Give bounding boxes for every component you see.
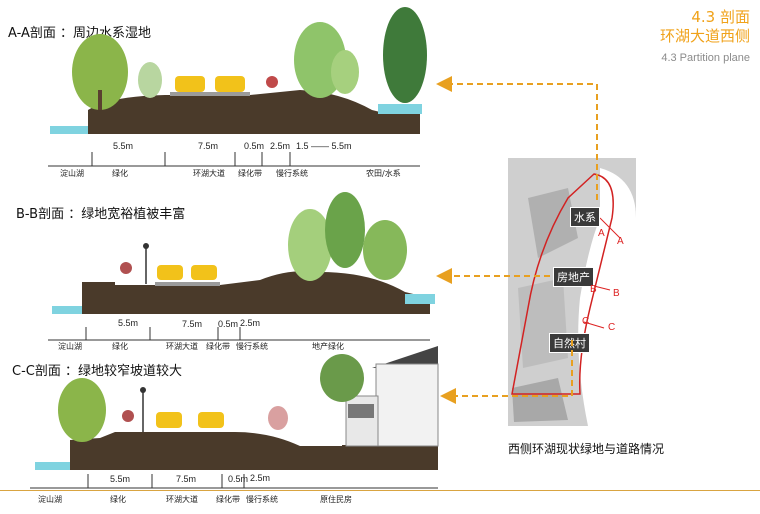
zone-b-4: 绿化带 [206, 342, 230, 351]
section-a-label: A-A剖面 ：周边水系湿地 [8, 26, 152, 41]
section-c-drawing [30, 346, 439, 489]
map-tag-village: 自然村 [549, 333, 590, 353]
dim-c-2: 7.5m [176, 474, 197, 484]
map-letter-c2: C [608, 322, 616, 333]
map-letter-b1: B [590, 284, 597, 295]
dim-a-5: 1.5 —— 5.5m [296, 141, 352, 151]
zone-c-2: 绿化 [110, 495, 126, 504]
map-letter-a2: A [617, 236, 624, 247]
dim-c-3: 0.5m [228, 474, 249, 484]
section-b-label: B-B剖面 ：绿地宽裕植被丰富 [16, 207, 186, 222]
zone-b-3: 环湖大道 [166, 342, 198, 351]
dim-c-4: 2.5m [250, 473, 271, 483]
tree-dark [383, 7, 427, 103]
zone-a-1: 淀山湖 [60, 169, 84, 178]
zone-c-3: 环湖大道 [166, 495, 198, 504]
map-letter-c1: C [582, 316, 590, 327]
zone-b-1: 淀山湖 [58, 342, 82, 351]
zone-a-5: 慢行系统 [276, 169, 308, 178]
zone-a-4: 绿化带 [238, 169, 262, 178]
map-tag-water: 水系 [570, 207, 600, 227]
zone-a-3: 环湖大道 [193, 169, 225, 178]
map-letter-a1: A [598, 228, 605, 239]
water-lake [50, 126, 90, 134]
section-b-drawing [48, 192, 435, 341]
road-surface [170, 92, 250, 96]
section-c-label: C-C剖面 ：绿地较窄坡道较大 [12, 364, 182, 379]
zone-b-6: 地产绿化 [312, 342, 344, 351]
dim-b-1: 5.5m [118, 318, 139, 328]
dim-a-2: 7.5m [198, 141, 219, 151]
map-caption: 西侧环湖现状绿地与道路情况 [508, 442, 665, 456]
section-subtitle: 环湖大道西侧 [659, 27, 750, 45]
dim-b-2: 7.5m [182, 319, 203, 329]
dim-a-4: 2.5m [270, 141, 291, 151]
willow-tree [72, 34, 128, 110]
water-wetland [378, 104, 422, 114]
zone-c-5: 慢行系统 [246, 495, 278, 504]
car-1 [175, 76, 205, 92]
section-number-title: 4.3 剖面 [691, 8, 750, 26]
page-title: 4.3 剖面 环湖大道西侧 [660, 8, 750, 46]
english-title: 4.3 Partition plane [661, 52, 750, 64]
zone-b-2: 绿化 [112, 342, 128, 351]
dim-b-3: 0.5m [218, 319, 239, 329]
zone-a-2: 绿化 [112, 169, 128, 178]
cross-sections-illustration [30, 7, 439, 489]
map-letter-b2: B [613, 288, 620, 299]
zone-c-4: 绿化带 [216, 495, 240, 504]
zone-b-5: 慢行系统 [236, 342, 268, 351]
zone-c-1: 淀山湖 [38, 495, 62, 504]
zone-c-6: 原住民房 [320, 495, 352, 504]
section-a-drawing [48, 7, 427, 167]
dim-c-1: 5.5m [110, 474, 131, 484]
car-2 [215, 76, 245, 92]
dim-a-3: 0.5m [244, 141, 265, 151]
dim-a-1: 5.5m [113, 141, 134, 151]
zone-a-6: 农田/水系 [366, 169, 401, 178]
dim-b-4: 2.5m [240, 318, 261, 328]
soil-profile [88, 90, 420, 134]
map-tag-realestate: 房地产 [553, 267, 594, 287]
house-drawing [375, 363, 439, 447]
bottom-rule [0, 490, 760, 491]
